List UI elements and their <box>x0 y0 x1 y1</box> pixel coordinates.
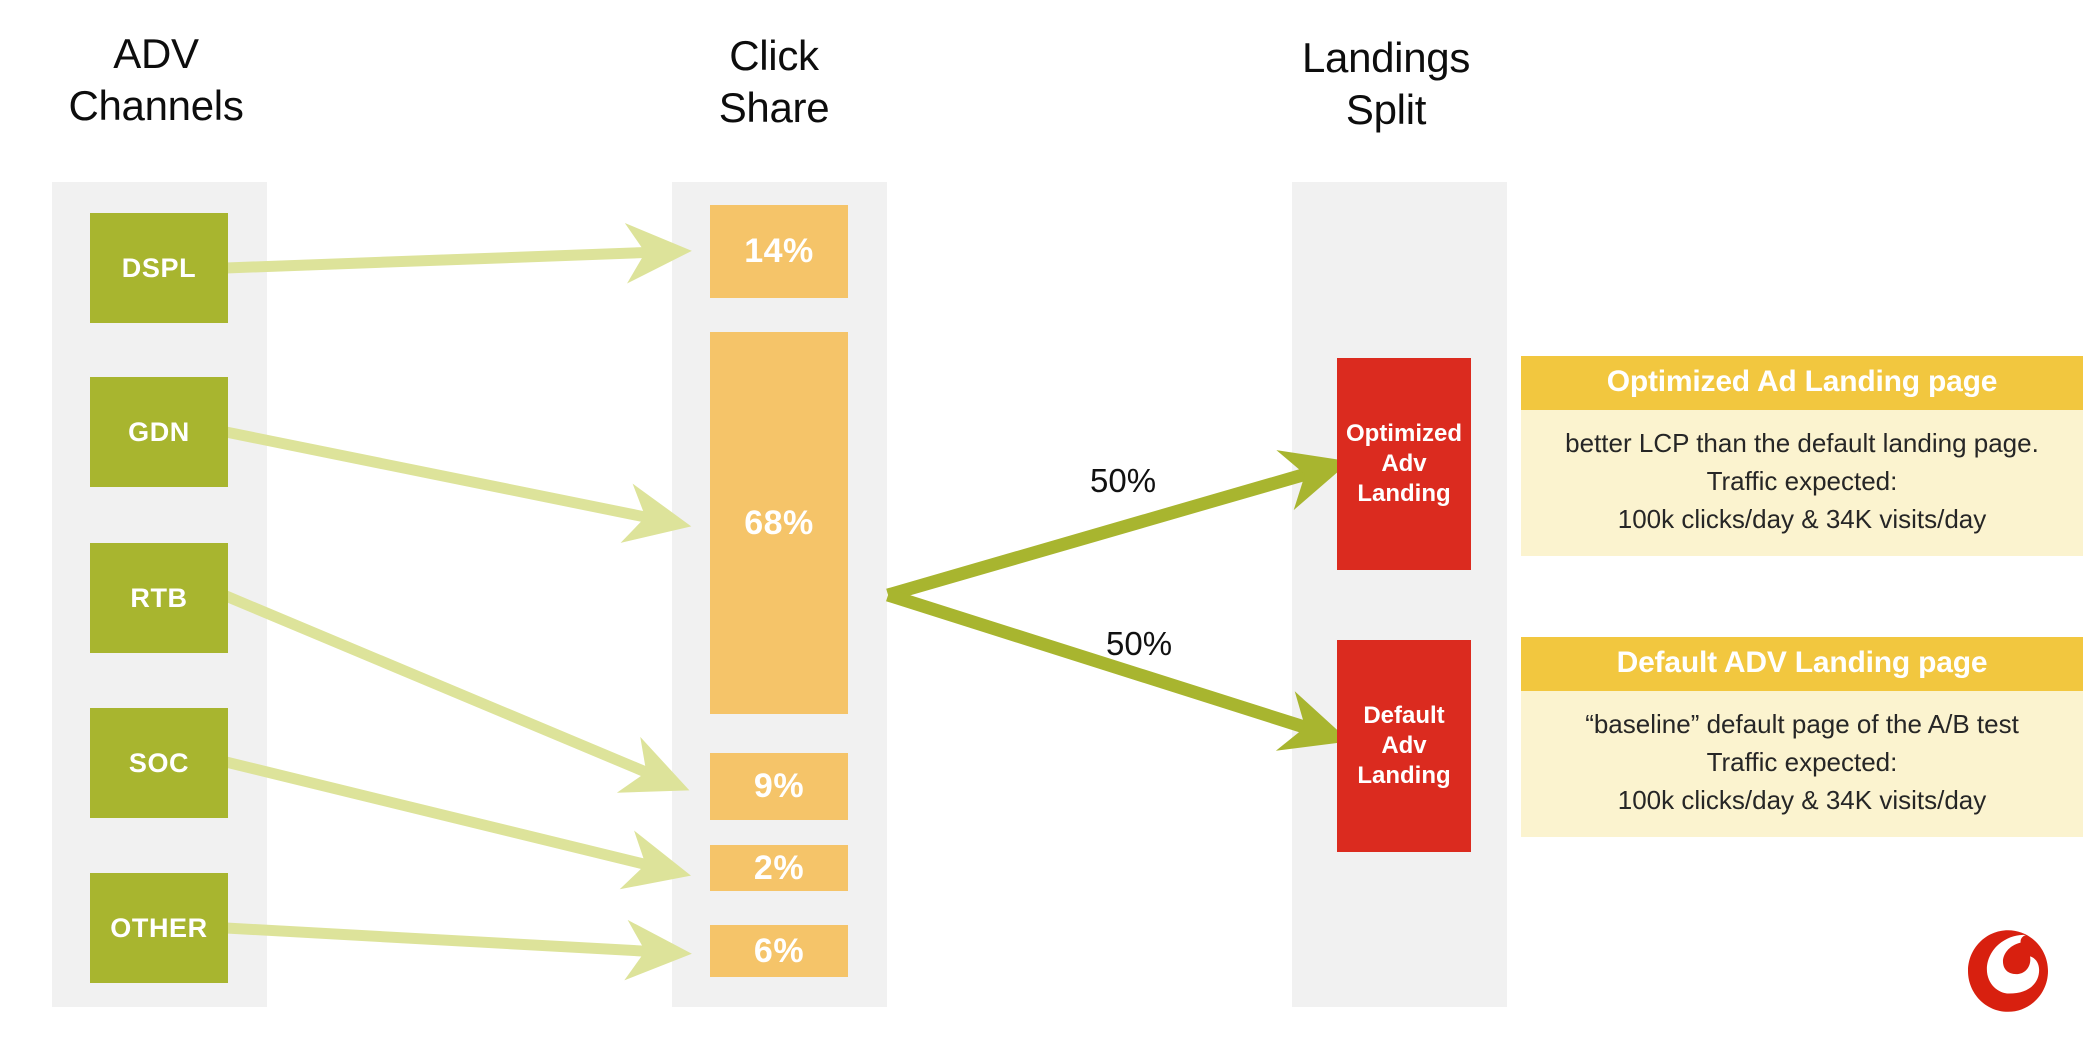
click-share-box-2[interactable]: 2% <box>710 845 848 891</box>
info-card-title: Optimized Ad Landing page <box>1521 356 2083 410</box>
info-card-optimized: Optimized Ad Landing page better LCP tha… <box>1521 356 2083 556</box>
channel-label: DSPL <box>121 252 197 283</box>
click-share-label: 2% <box>753 848 805 887</box>
channel-box-gdn[interactable]: GDN <box>90 377 228 487</box>
landing-label: Optimized Adv Landing <box>1345 420 1462 507</box>
arrow-gdn-to-68 <box>224 426 692 543</box>
info-card-title: Default ADV Landing page <box>1521 637 2083 691</box>
column-title-click-share: Click Share <box>718 32 830 131</box>
split-label-bottom: 50% <box>1106 625 1173 662</box>
click-share-box-6[interactable]: 6% <box>710 925 848 977</box>
column-title-adv-channels: ADV Channels <box>68 30 244 129</box>
arrow-rtb-to-9 <box>223 590 690 793</box>
landing-box-default[interactable]: Default Adv Landing <box>1337 640 1471 852</box>
channel-label: RTB <box>130 582 188 613</box>
channel-box-soc[interactable]: SOC <box>90 708 228 818</box>
arrow-dspl-to-14 <box>225 223 692 284</box>
arrow-soc-to-2 <box>224 756 691 890</box>
column-band-landings-split <box>1292 182 1507 1007</box>
channel-label: OTHER <box>110 912 208 943</box>
info-card-body: better LCP than the default landing page… <box>1565 428 2039 534</box>
arrow-split-to-default <box>886 588 1350 751</box>
channel-box-dspl[interactable]: DSPL <box>90 213 228 323</box>
click-share-box-14[interactable]: 14% <box>710 205 848 298</box>
click-share-label: 68% <box>744 503 814 542</box>
click-share-label: 6% <box>753 931 805 970</box>
column-title-landings-split: Landings Split <box>1301 34 1471 133</box>
split-label-top: 50% <box>1090 462 1157 499</box>
landing-label: Default Adv Landing <box>1357 702 1451 789</box>
channel-box-other[interactable]: OTHER <box>90 873 228 983</box>
info-card-body: “baseline” default page of the A/B test … <box>1585 709 2019 815</box>
channel-box-rtb[interactable]: RTB <box>90 543 228 653</box>
click-share-label: 9% <box>753 767 805 805</box>
channel-label: SOC <box>128 747 190 778</box>
landing-box-optimized[interactable]: Optimized Adv Landing <box>1337 358 1471 570</box>
click-share-label: 14% <box>744 232 814 270</box>
channel-label: GDN <box>128 416 190 447</box>
click-share-box-68[interactable]: 68% <box>710 332 848 714</box>
info-card-default: Default ADV Landing page “baseline” defa… <box>1521 637 2083 837</box>
vodafone-logo <box>1968 930 2048 1012</box>
arrow-other-to-6 <box>225 919 692 981</box>
click-share-box-9[interactable]: 9% <box>710 753 848 820</box>
